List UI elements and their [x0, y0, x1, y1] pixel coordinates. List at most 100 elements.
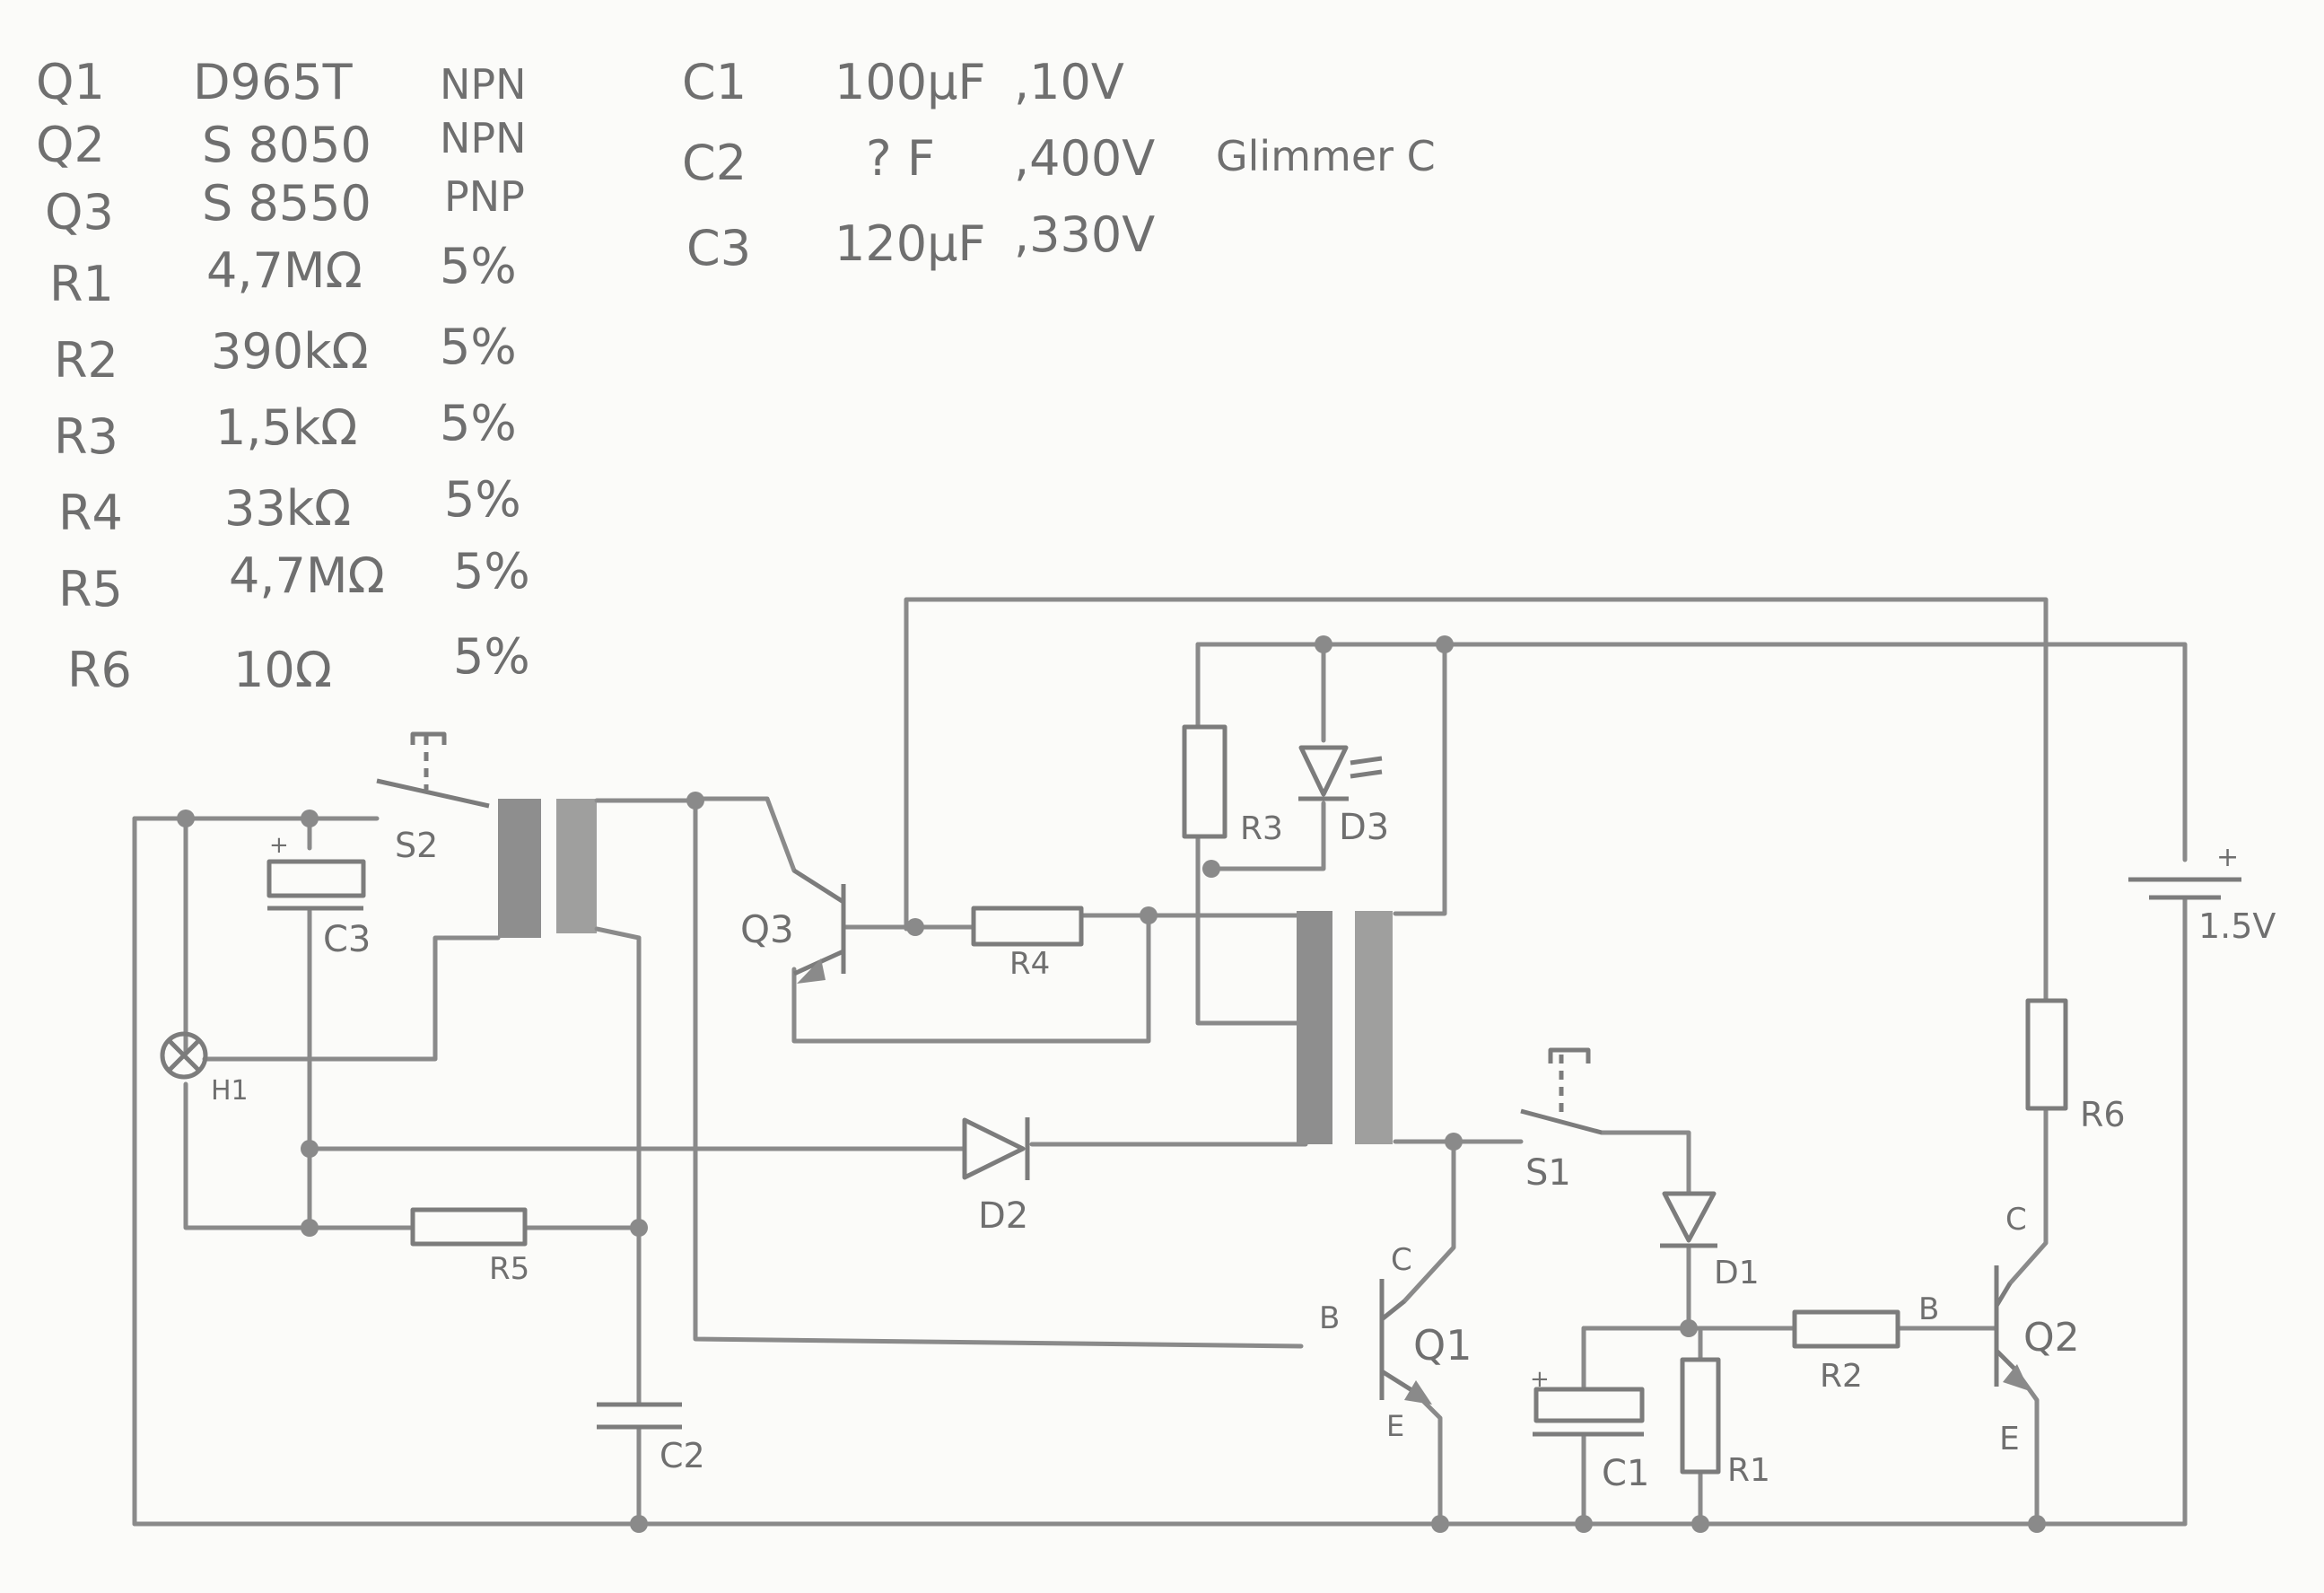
resistor-r2: R2: [1792, 1309, 1900, 1395]
c2-value: ? F: [866, 130, 935, 187]
capacitor-c2: C2: [597, 1402, 705, 1475]
q1-pin-c: C: [1391, 1242, 1412, 1278]
battery-plus: +: [2216, 842, 2239, 873]
r5-ref: R5: [58, 561, 123, 617]
r3-ref: R3: [54, 408, 118, 465]
transformer-left: [498, 799, 597, 938]
wire-q1-emitter: [1411, 1388, 1443, 1527]
transistor-q3: Q3: [740, 868, 846, 984]
r2-value: 390kΩ: [211, 323, 369, 380]
resistor-r4: R4: [971, 906, 1084, 982]
d3-label: D3: [1339, 807, 1389, 848]
wire-r6-bottom: [2007, 1106, 2049, 1286]
resistor-r5: R5: [410, 1207, 529, 1287]
c2-voltage: ,400V: [1014, 130, 1155, 187]
q2-label: Q2: [2023, 1315, 2080, 1361]
c1-plus: +: [1530, 1366, 1550, 1393]
r2-ref: R2: [54, 332, 118, 389]
q3-type: S 8550: [202, 175, 371, 232]
r4-body: [971, 906, 1084, 947]
r5-tol: 5%: [453, 543, 530, 600]
junction-dot: [1436, 635, 1454, 653]
r3-value: 1,5kΩ: [215, 399, 357, 456]
s1-label: S1: [1525, 1152, 1571, 1194]
r5-body: [410, 1207, 528, 1247]
wire-second-rail: [1195, 642, 2188, 862]
c2-ref: C2: [682, 135, 747, 191]
r2-body: [1792, 1309, 1900, 1349]
battery: + 1.5V: [2128, 842, 2276, 946]
r4-tol: 5%: [444, 471, 521, 528]
d2-triangle: [962, 1117, 1026, 1180]
resistor-r6: R6: [2025, 998, 2126, 1134]
wire-h1-lower: [183, 1081, 312, 1230]
c3-voltage: ,330V: [1014, 206, 1155, 263]
transistor-q1: B C E Q1: [1319, 1242, 1472, 1443]
q3-ref: Q3: [45, 184, 114, 241]
q2-pin-e: E: [1999, 1421, 2020, 1457]
parts-list: Q1 D965T NPN Q2 S 8050 NPN Q3 S 8550 PNP…: [36, 54, 1436, 698]
q1-collector-lead: [1380, 1300, 1406, 1321]
junction-dot: [630, 1515, 648, 1533]
d1-label: D1: [1714, 1255, 1760, 1291]
r2-tol: 5%: [440, 319, 517, 375]
q3-polarity: PNP: [444, 172, 525, 221]
q1-pin-b: B: [1319, 1300, 1340, 1336]
switch-s1: S1: [1520, 1047, 1603, 1194]
q3-label: Q3: [740, 907, 794, 951]
junction-dot: [630, 1219, 648, 1237]
transformer-left-winding-1: [498, 799, 541, 938]
q2-pin-c: C: [2005, 1202, 2027, 1238]
r5-value: 4,7MΩ: [229, 547, 385, 604]
wire-h1-to-winding: [202, 935, 501, 1062]
junction-dot: [1691, 1515, 1709, 1533]
c3-label: C3: [323, 919, 371, 960]
led-d3: D3: [1298, 745, 1389, 848]
q2-pin-b: B: [1918, 1291, 1939, 1327]
junction-dot: [1445, 1133, 1463, 1151]
q2-emitter-lead: [1995, 1349, 2016, 1370]
transformer-right: [1297, 911, 1393, 1144]
transformer-right-winding-2: [1355, 911, 1393, 1144]
junction-dot: [301, 1140, 319, 1158]
d2-label: D2: [978, 1195, 1028, 1237]
c3-plus: +: [269, 832, 289, 859]
s2-actuator-head: [410, 731, 447, 745]
transformer-right-winding-1: [1297, 911, 1332, 1144]
r1-value: 4,7MΩ: [206, 242, 363, 299]
q1-pin-e: E: [1386, 1409, 1404, 1443]
wire-s1-d1: [1599, 1130, 1691, 1196]
wire-r3-bottom: [1195, 834, 1308, 1026]
wiring: [132, 597, 2188, 1527]
r2-label: R2: [1820, 1358, 1863, 1395]
junction-dot: [906, 918, 924, 936]
junction-dot: [1680, 1319, 1698, 1337]
q2-ref: Q2: [36, 117, 105, 173]
wire-right-winding-top: [1393, 642, 1447, 916]
wire-q3-collector: [693, 796, 797, 873]
c2-label: C2: [660, 1436, 705, 1475]
s2-lever: [376, 778, 490, 809]
q3-emitter-arrow: [797, 958, 826, 984]
q2-polarity: NPN: [440, 114, 527, 162]
c1-ref: C1: [682, 54, 747, 110]
h1-label: H1: [211, 1075, 249, 1107]
r5-label: R5: [489, 1251, 529, 1287]
junction-dot: [1315, 635, 1332, 653]
junction-dot: [686, 792, 704, 810]
wire-q1-base-feed: [693, 798, 1304, 1349]
wire-winding2-right: [594, 926, 642, 941]
s1-lever: [1520, 1108, 1603, 1135]
r6-body: [2025, 998, 2068, 1111]
r1-label: R1: [1727, 1452, 1770, 1489]
r4-ref: R4: [58, 485, 123, 541]
junction-dot: [301, 1219, 319, 1237]
r1-ref: R1: [49, 256, 114, 312]
r3-tol: 5%: [440, 395, 517, 451]
q1-type: D965T: [193, 54, 354, 110]
r1-tol: 5%: [440, 238, 517, 294]
transformer-left-winding-2: [556, 799, 597, 933]
r6-value: 10Ω: [233, 642, 332, 698]
r6-ref: R6: [67, 642, 132, 698]
